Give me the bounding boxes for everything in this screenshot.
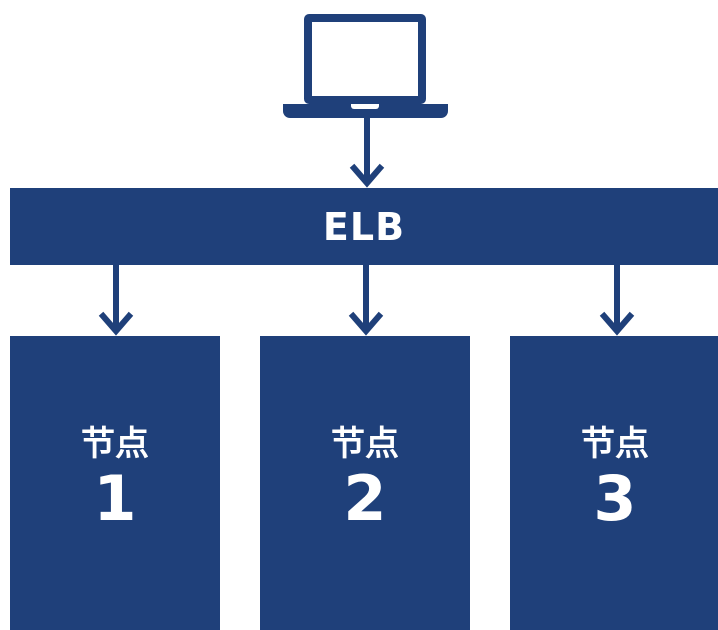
- arrow-client-to-elb: [349, 111, 385, 188]
- node-3-number: 3: [593, 462, 637, 535]
- arrow-elb-to-node-2: [348, 262, 384, 336]
- laptop-icon: [283, 14, 448, 118]
- node-1-box: 节点 1: [10, 336, 220, 630]
- node-2-label: 节点: [331, 424, 399, 464]
- node-2-box: 节点 2: [260, 336, 470, 630]
- arrow-elb-to-node-3: [599, 262, 635, 336]
- node-1-number: 1: [93, 462, 137, 535]
- laptop-notch: [351, 104, 379, 109]
- node-3-label: 节点: [581, 424, 649, 464]
- node-1-label: 节点: [81, 424, 149, 464]
- laptop-screen: [304, 14, 426, 104]
- node-3-box: 节点 3: [510, 336, 718, 630]
- elb-label: ELB: [322, 204, 406, 249]
- elb-bar: ELB: [10, 188, 718, 265]
- arrow-elb-to-node-1: [98, 262, 134, 336]
- node-2-number: 2: [343, 462, 387, 535]
